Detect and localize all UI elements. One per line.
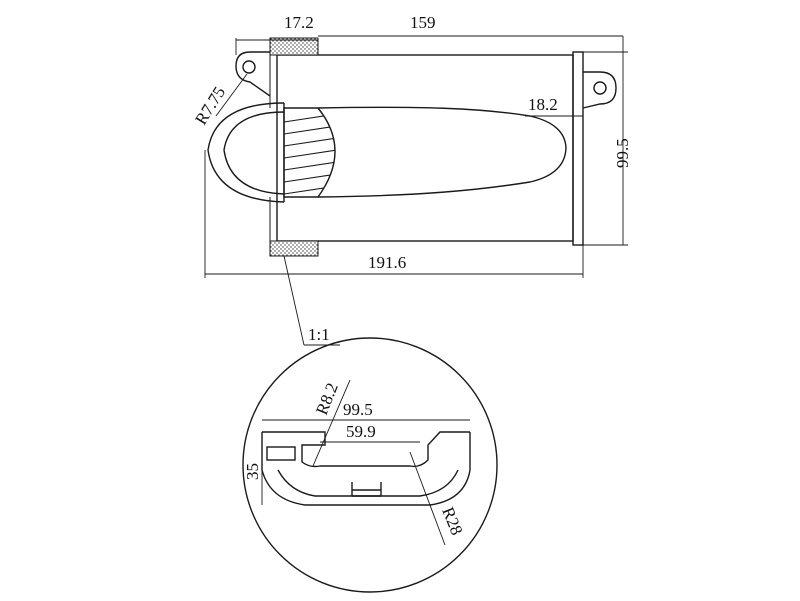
dim-r28: R28 bbox=[438, 504, 466, 537]
section-left-slot bbox=[266, 446, 296, 461]
left-round-cap-outer bbox=[207, 102, 285, 203]
lens-hatching bbox=[284, 111, 335, 195]
section-bottom-clip bbox=[351, 482, 382, 497]
right-end-block bbox=[572, 51, 584, 246]
dim-r8-2: R8.2 bbox=[312, 380, 342, 417]
section-profile-lower bbox=[277, 469, 459, 497]
dim-18-2: 18.2 bbox=[528, 95, 558, 114]
dim-35: 35 bbox=[243, 463, 262, 480]
left-mount-tab bbox=[235, 51, 271, 97]
dim-59-9: 59.9 bbox=[346, 422, 376, 441]
dim-191-6: 191.6 bbox=[368, 253, 406, 272]
main-body-outline bbox=[276, 54, 574, 242]
right-mount-hole bbox=[593, 81, 607, 95]
tapered-slot bbox=[317, 106, 567, 198]
detail-view: 1:1 99.5 59.9 R8.2 35 R28 bbox=[242, 255, 498, 593]
top-view: 17.2 159 R7.75 18.2 99.5 191.6 bbox=[191, 13, 632, 278]
dim-159: 159 bbox=[410, 13, 436, 32]
section-profile-outer bbox=[261, 432, 471, 506]
bottom-end-cap bbox=[269, 240, 319, 257]
dim-99-5-detail: 99.5 bbox=[343, 400, 373, 419]
section-profile-inner bbox=[262, 431, 470, 468]
detail-circle bbox=[242, 337, 498, 593]
right-mount-tab bbox=[582, 71, 617, 109]
top-end-cap bbox=[269, 37, 319, 56]
left-mount-hole bbox=[242, 60, 256, 74]
left-round-cap-inner bbox=[223, 111, 285, 195]
dim-17-2: 17.2 bbox=[284, 13, 314, 32]
detail-scale-label: 1:1 bbox=[308, 325, 330, 344]
dim-99-5-side: 99.5 bbox=[613, 138, 632, 168]
